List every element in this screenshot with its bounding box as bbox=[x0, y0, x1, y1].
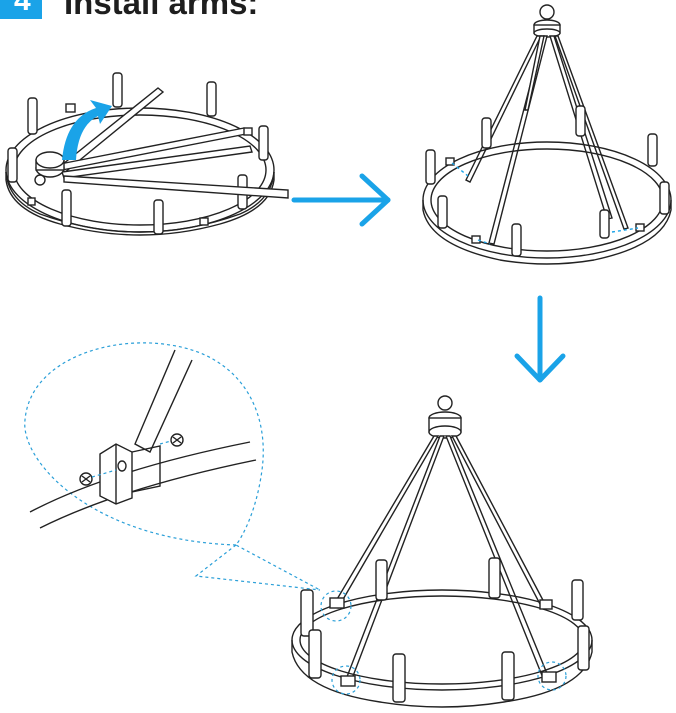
detail-callout bbox=[24, 342, 321, 591]
rotate-arrow-icon bbox=[62, 100, 112, 160]
alignment-guides bbox=[451, 162, 639, 245]
candle-posts bbox=[7, 72, 269, 235]
arms bbox=[56, 87, 289, 199]
arrow-down-icon bbox=[514, 295, 566, 383]
step-badge: 4 bbox=[0, 0, 42, 19]
screw-right bbox=[170, 433, 184, 447]
panel-3-assembled-chandelier bbox=[291, 395, 593, 708]
hub bbox=[34, 151, 65, 186]
arrow-right-icon bbox=[291, 173, 391, 227]
screw-left bbox=[79, 472, 93, 486]
arms bbox=[331, 435, 549, 685]
panel-1-ring-with-arms bbox=[5, 72, 289, 236]
bracket-highlight-circles bbox=[320, 590, 567, 695]
step-title: Install arms: bbox=[64, 0, 259, 21]
panel-2-arms-raised bbox=[422, 4, 672, 265]
step-number: 4 bbox=[14, 0, 31, 17]
